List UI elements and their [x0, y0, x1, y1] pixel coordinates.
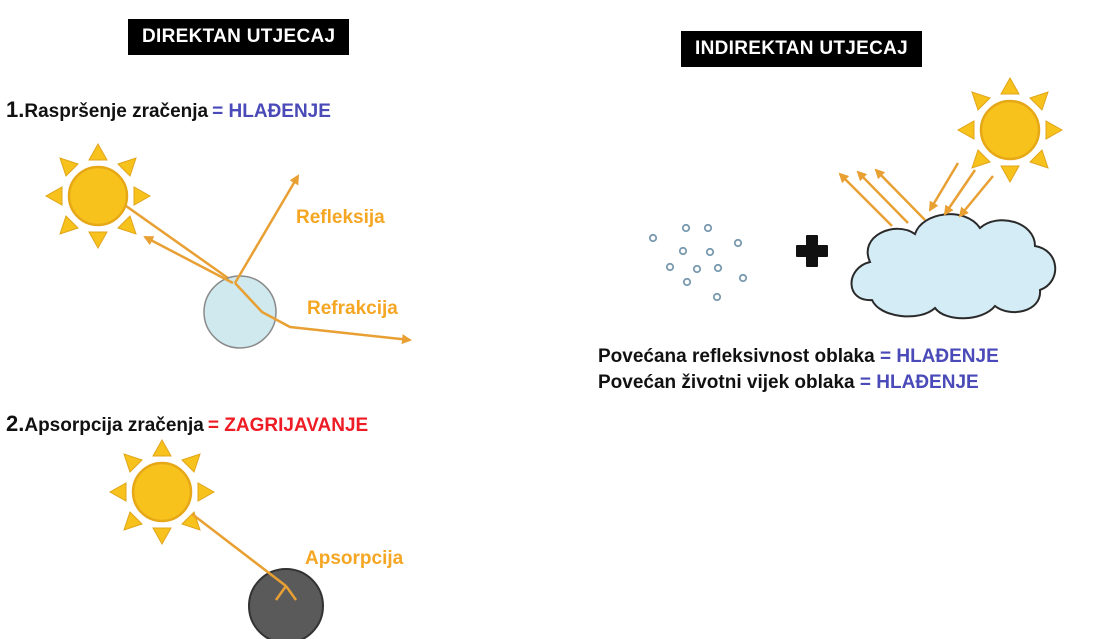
item-1-equals: = [212, 101, 224, 122]
sun-icon [108, 438, 216, 546]
item-1-label: Raspršenje zračenja [24, 101, 209, 122]
item-2-effect: ZAGRIJAVANJE [224, 415, 369, 436]
cloud-icon [850, 213, 1057, 320]
absorbed-ray [191, 513, 287, 587]
sun-icon [44, 142, 152, 250]
plus-icon [796, 235, 828, 267]
statement-1-text: Povećana refleksivnost oblaka [598, 346, 875, 367]
reflected-rays-cloud [838, 168, 926, 227]
direct-effect-title: DIREKTAN UTJECAJ [128, 19, 350, 55]
statement-2-equals: = [859, 372, 871, 393]
incoming-ray [125, 204, 236, 285]
statement-2-effect: HLAĐENJE [876, 372, 979, 393]
incoming-rays-cloud [928, 162, 994, 218]
aerosol-dots-icon [648, 223, 748, 302]
cloud-reflectivity-statement: Povećana refleksivnost oblaka = HLAĐENJE [598, 345, 999, 369]
item-1-number: 1. [6, 97, 25, 122]
item-1-effect: HLAĐENJE [228, 101, 331, 122]
statement-2-text: Povećan životni vijek oblaka [598, 372, 855, 393]
absorbed-ray-split-left [274, 585, 288, 601]
sun-icon [956, 76, 1064, 184]
absorption-label: Apsorpcija [305, 548, 404, 569]
absorption-heading: 2.Apsorpcija zračenja= ZAGRIJAVANJE [6, 412, 368, 438]
reflection-label: Refleksija [296, 207, 385, 228]
particle-absorbing [248, 568, 324, 639]
item-2-equals: = [207, 415, 219, 436]
item-2-number: 2. [6, 411, 25, 436]
cloud-lifetime-statement: Povećan životni vijek oblaka = HLAĐENJE [598, 371, 979, 395]
refraction-ray [234, 282, 412, 345]
scattering-heading: 1.Raspršenje zračenja= HLAĐENJE [6, 98, 331, 124]
refraction-label: Refrakcija [307, 298, 398, 319]
backscatter-ray [143, 235, 234, 285]
reflection-ray [233, 174, 300, 284]
indirect-effect-title: INDIREKTAN UTJECAJ [681, 31, 923, 67]
absorbed-ray-split-right [284, 585, 298, 601]
statement-1-effect: HLAĐENJE [896, 346, 999, 367]
item-2-label: Apsorpcija zračenja [24, 415, 204, 436]
statement-1-equals: = [879, 346, 892, 367]
